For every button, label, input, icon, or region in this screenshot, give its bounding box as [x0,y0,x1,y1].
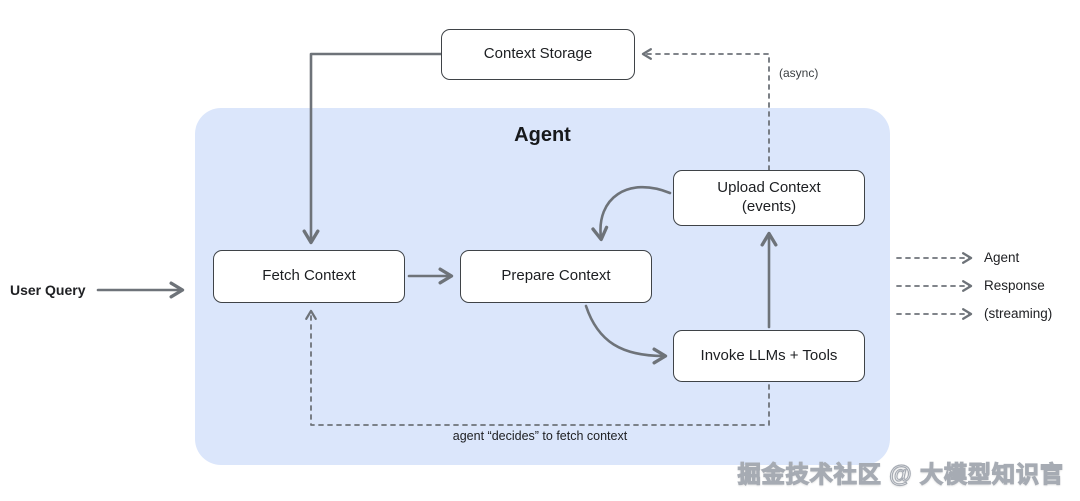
node-fetch-context: Fetch Context [213,250,405,303]
node-fetch-context-label: Fetch Context [262,267,356,285]
node-invoke-llms-tools-label: Invoke LLMs + Tools [700,346,838,364]
user-query-label: User Query [10,282,86,298]
output-response-label: Response [984,278,1045,293]
output-streaming-label: (streaming) [984,306,1053,321]
node-upload-context-label-line2: (events) [741,198,797,215]
edge-context-storage-to-fetch [302,52,443,245]
watermark-text: 掘金技术社区 @ 大模型知识官 [737,460,1064,487]
edge-invoke-to-fetch-decides-loop [305,309,770,426]
node-upload-context-label-line1: Upload Context [717,179,821,197]
agent-title: Agent [514,124,571,146]
node-invoke-llms-tools: Invoke LLMs + Tools [673,330,865,382]
node-context-storage: Context Storage [441,29,635,80]
node-context-storage-label: Context Storage [483,45,593,63]
async-label: (async) [779,66,819,80]
node-prepare-context-label: Prepare Context [501,267,611,285]
decides-loop-label: agent “decides” to fetch context [452,429,628,443]
edge-upload-to-context-storage-async [641,48,770,171]
edge-prepare-to-invoke [584,304,668,365]
edge-upload-to-prepare [591,185,672,242]
node-upload-context: Upload Context (events) [673,170,865,226]
output-agent-label: Agent [984,250,1020,265]
node-prepare-context: Prepare Context [460,250,652,303]
